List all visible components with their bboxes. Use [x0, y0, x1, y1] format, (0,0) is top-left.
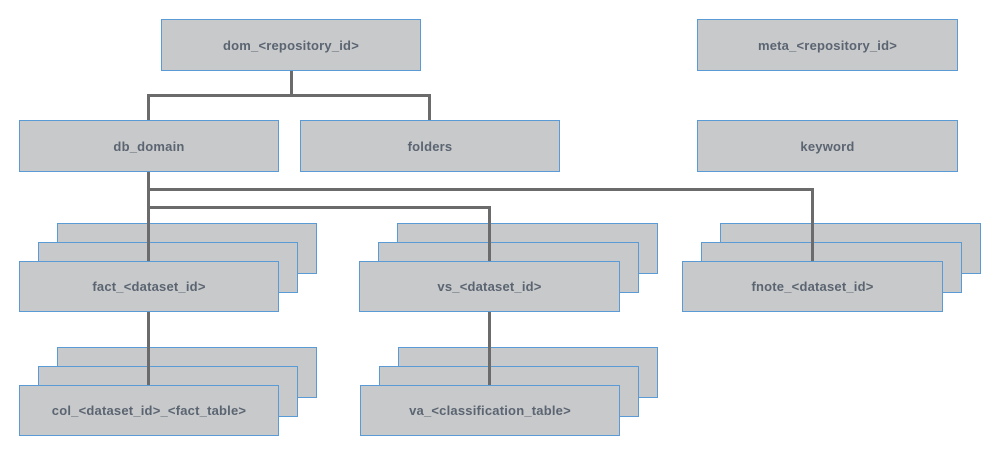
node-col-dataset-fact-table[interactable]: col_<dataset_id>_<fact_table>: [19, 385, 279, 436]
node-folders[interactable]: folders: [300, 120, 560, 172]
connector-dbdomain-to-fnote: [148, 188, 814, 263]
connector-dom-to-dbdomain-folders: [147, 94, 431, 121]
node-fnote-dataset[interactable]: fnote_<dataset_id>: [682, 261, 943, 312]
node-db-domain[interactable]: db_domain: [19, 120, 279, 172]
node-vs-dataset[interactable]: vs_<dataset_id>: [359, 261, 620, 312]
node-fact-dataset[interactable]: fact_<dataset_id>: [19, 261, 279, 312]
node-meta-repository[interactable]: meta_<repository_id>: [697, 19, 958, 71]
node-va-classification-table[interactable]: va_<classification_table>: [360, 385, 620, 436]
node-keyword[interactable]: keyword: [697, 120, 958, 172]
connector-dbdomain-to-vs: [148, 206, 491, 262]
node-dom-repository[interactable]: dom_<repository_id>: [161, 19, 421, 71]
